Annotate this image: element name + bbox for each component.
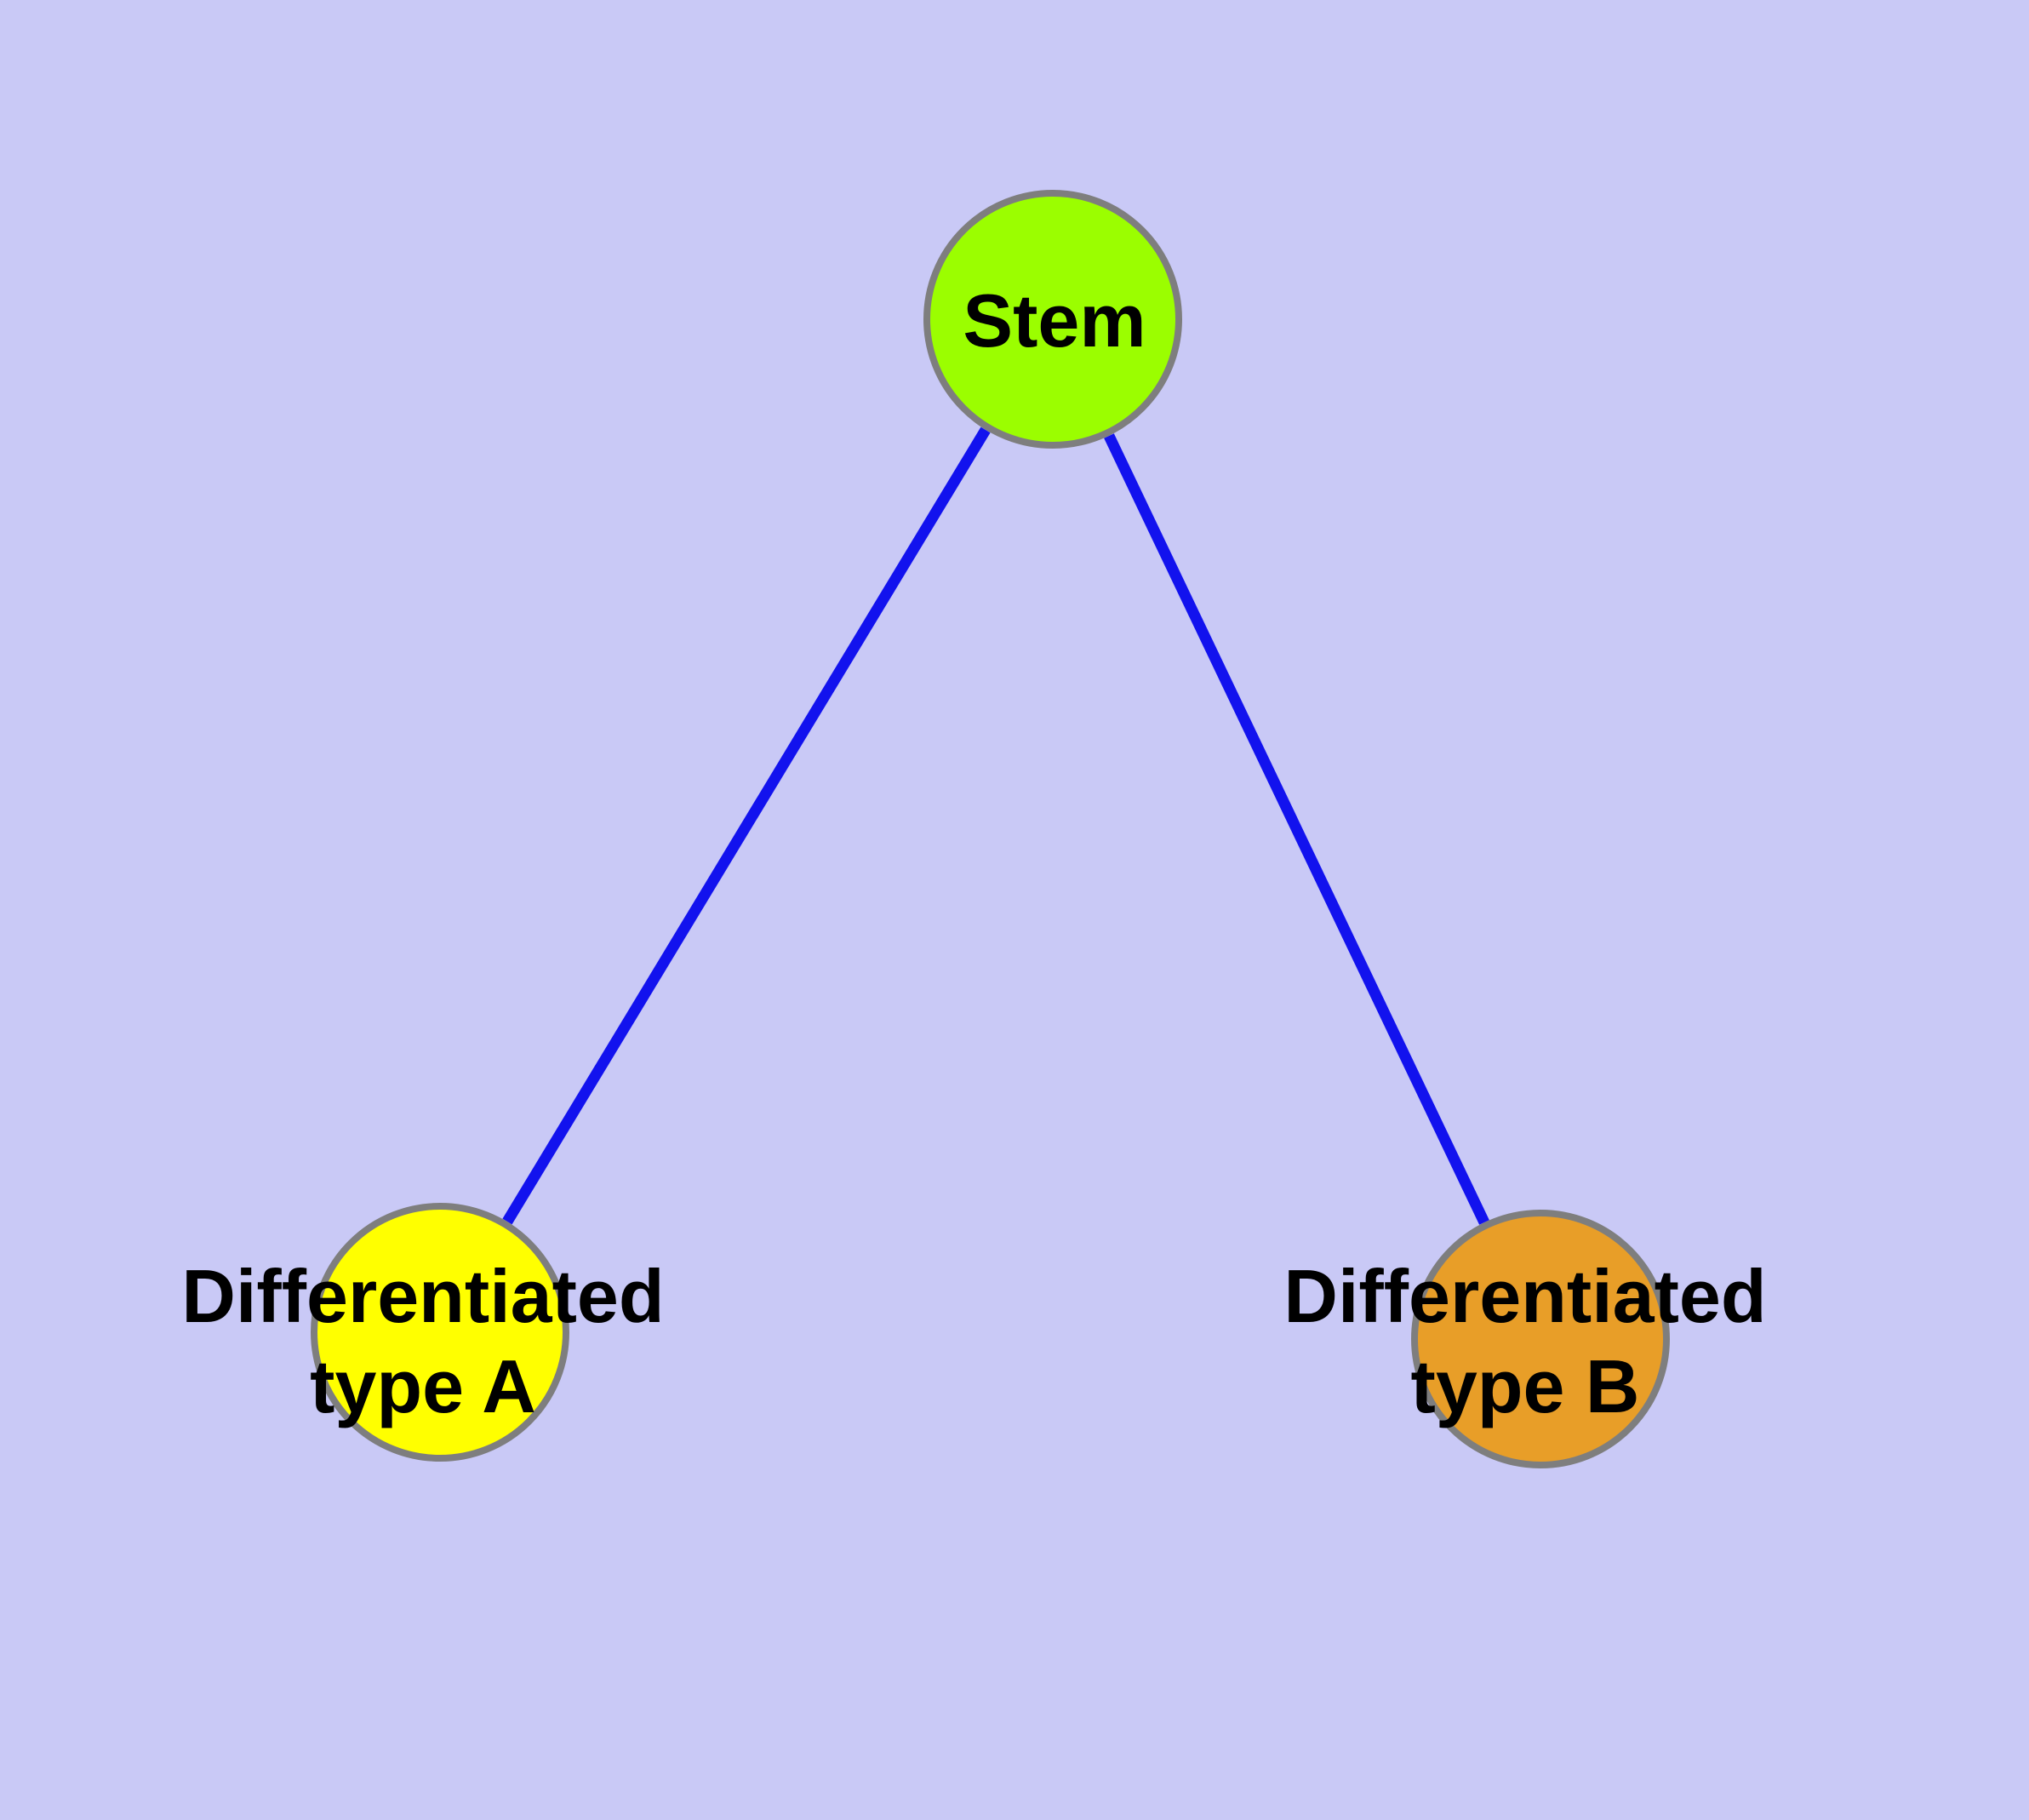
node-differentiated-type-b[interactable] [1411,1210,1670,1468]
edge-stem-to-type-a [502,426,991,1225]
node-stem[interactable] [923,190,1182,449]
edge-stem-to-type-b [1104,433,1489,1225]
node-differentiated-type-a[interactable] [311,1203,569,1462]
